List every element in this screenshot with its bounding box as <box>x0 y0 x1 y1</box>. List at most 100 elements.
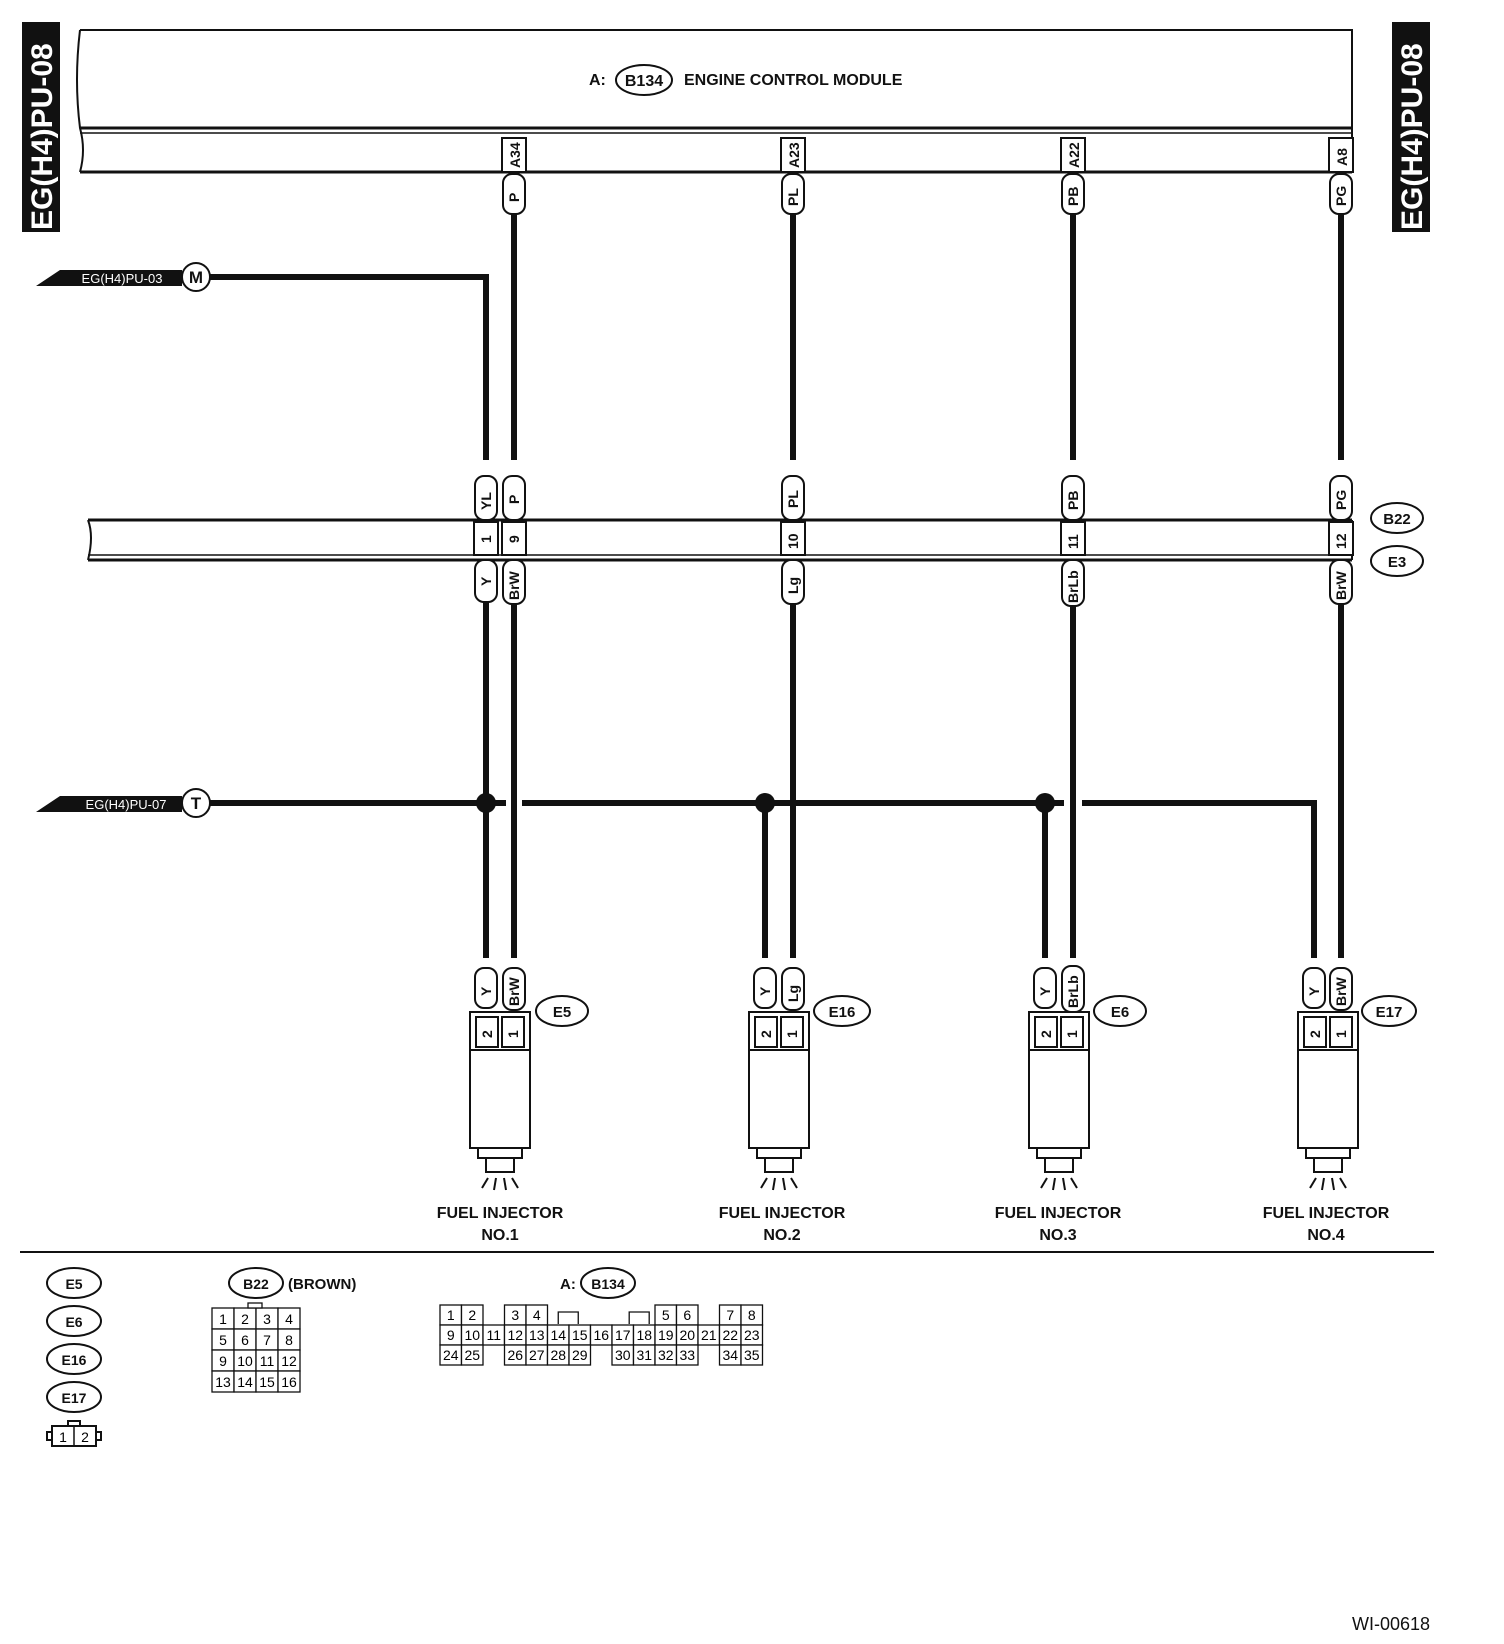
legend-b22-pin: 4 <box>285 1311 293 1327</box>
legend-b134-pin-cell <box>568 1344 592 1366</box>
joint-e3-label: E3 <box>1388 554 1406 571</box>
legend-b134-pin: 27 <box>529 1347 545 1363</box>
legend-b134-pin: 23 <box>744 1327 760 1343</box>
ecm-pin-label: A34 <box>507 142 523 168</box>
legend-connector-label: E16 <box>62 1352 87 1368</box>
legend-b134-pin-cell <box>675 1344 699 1366</box>
fuel-injector-1: Y BrW 2 1 E5 FUEL INJECTOR NO.1 <box>437 967 589 1244</box>
legend-b134-pin: 2 <box>468 1307 476 1323</box>
legend-b22-pin: 13 <box>215 1374 231 1390</box>
wire-color-label: PG <box>1333 490 1349 510</box>
ecm-connector-badge <box>615 64 673 96</box>
legend-b22-pin: 2 <box>241 1311 249 1327</box>
legend-pin: 2 <box>81 1429 89 1445</box>
wire-color-label: Y <box>1306 986 1322 996</box>
legend-b22-pin-cell <box>277 1370 301 1393</box>
legend-b134-pin: 30 <box>615 1347 631 1363</box>
wire-color-label: Lg <box>785 985 801 1002</box>
fuel-injector-4: Y BrW 2 1 E17 FUEL INJECTOR NO.4 <box>1263 967 1417 1244</box>
legend-connector-label: E5 <box>65 1276 82 1292</box>
legend-pin: 1 <box>59 1429 67 1445</box>
legend-b134-pin: 3 <box>511 1307 519 1323</box>
wire-color-label: BrW <box>506 976 522 1006</box>
legend-b22-pin: 9 <box>219 1353 227 1369</box>
injector-pin-label: 2 <box>1307 1030 1323 1038</box>
wire-color-label: PB <box>1065 491 1081 510</box>
legend-b22-pin: 3 <box>263 1311 271 1327</box>
joint-pin-10: 10 PL Lg <box>780 475 806 605</box>
legend-b22-pin: 1 <box>219 1311 227 1327</box>
legend-b134-pin: 11 <box>486 1327 501 1343</box>
wire-color-label: Y <box>478 576 494 586</box>
ref-m-text: EG(H4)PU-03 <box>82 271 163 286</box>
legend-b22-pin: 8 <box>285 1332 293 1348</box>
injector-connector-label: E17 <box>1376 1004 1403 1021</box>
legend-b134-pin: 21 <box>701 1327 717 1343</box>
ref-t[interactable]: EG(H4)PU-07 T <box>36 788 211 818</box>
legend-b134-pin: 8 <box>748 1307 756 1323</box>
legend-b134-pin: 35 <box>744 1347 760 1363</box>
wire-color-label: P <box>506 495 522 504</box>
ref-m[interactable]: EG(H4)PU-03 M <box>36 262 211 292</box>
injector-2-connector-badge <box>813 995 871 1027</box>
legend-b134-pin: 19 <box>658 1327 674 1343</box>
ecm-name: ENGINE CONTROL MODULE <box>684 72 903 89</box>
legend-b134-pin: 32 <box>658 1347 674 1363</box>
ecm-wire-color-1: P <box>502 173 526 215</box>
legend-b134-pin: 9 <box>447 1327 455 1343</box>
legend-b134-pin: 24 <box>443 1347 459 1363</box>
injector-number: NO.2 <box>763 1227 800 1244</box>
joint-b22-badge: B22 <box>1370 502 1424 534</box>
ecm-pin-4: A8 <box>1328 137 1354 173</box>
ecm-pin-1: A34 <box>501 137 527 173</box>
wire-color-label: Lg <box>785 577 801 594</box>
ecm-prefix: A: <box>589 72 606 89</box>
joint-pin-11: 11 PB BrLb <box>1060 475 1086 607</box>
joint-pin-label: 12 <box>1333 533 1349 549</box>
injector-pin-label: 1 <box>1064 1030 1080 1038</box>
joint-connector <box>87 518 1353 562</box>
injector-number: NO.4 <box>1307 1227 1344 1244</box>
wire-color-label: Y <box>757 986 773 996</box>
legend-b134-pin: 10 <box>464 1327 480 1343</box>
legend-b134-pin: 26 <box>507 1347 523 1363</box>
ecm-pin-2: A23 <box>780 137 806 173</box>
legend-b134-pin: 33 <box>679 1347 695 1363</box>
ref-t-letter: T <box>191 794 202 813</box>
fuel-injector-3: Y BrLb 2 1 E6 FUEL INJECTOR NO.3 <box>995 965 1147 1244</box>
splice-point <box>476 793 496 813</box>
legend-b22-pin: 7 <box>263 1332 271 1348</box>
joint-b22-label: B22 <box>1383 511 1411 528</box>
wire-color-label: BrLb <box>1065 975 1081 1008</box>
left-side-tag-text: EG(H4)PU-08 <box>26 43 59 230</box>
legend-b134-pin: 29 <box>572 1347 588 1363</box>
fuel-injector-2: Y Lg 2 1 E16 FUEL INJECTOR NO.2 <box>719 967 871 1244</box>
legend-b22-pin: 14 <box>237 1374 253 1390</box>
ecm-connector-label: B134 <box>625 73 663 90</box>
splice-point <box>755 793 775 813</box>
injector-connector-label: E6 <box>1111 1004 1129 1021</box>
wire-color-label: PG <box>1333 186 1349 206</box>
legend-b134-pin: 6 <box>683 1307 691 1323</box>
injector-pin-label: 2 <box>1038 1030 1054 1038</box>
wire-color-label: BrW <box>1333 976 1349 1006</box>
injector-pin-label: 1 <box>1333 1030 1349 1038</box>
injector-3-connector-badge <box>1093 995 1147 1027</box>
legend-b134-pin: 18 <box>636 1327 652 1343</box>
injector-title: FUEL INJECTOR <box>437 1205 564 1222</box>
legend-b134-pin: 34 <box>722 1347 738 1363</box>
legend-b134-pin: 4 <box>533 1307 541 1323</box>
legend-b22-pin: 12 <box>281 1353 297 1369</box>
legend-connector-label: E17 <box>62 1390 87 1406</box>
joint-pin-1: 1 YL Y <box>473 475 499 603</box>
wire-color-label: PL <box>785 188 801 206</box>
joint-pin-label: 10 <box>785 533 801 549</box>
joint-pin-12: 12 PG BrW <box>1328 475 1354 605</box>
legend-b134-pin-cell <box>740 1344 764 1366</box>
legend-b134-pin: 1 <box>447 1307 455 1323</box>
joint-pin-label: 9 <box>506 535 522 543</box>
injector-pin-label: 1 <box>505 1030 521 1038</box>
